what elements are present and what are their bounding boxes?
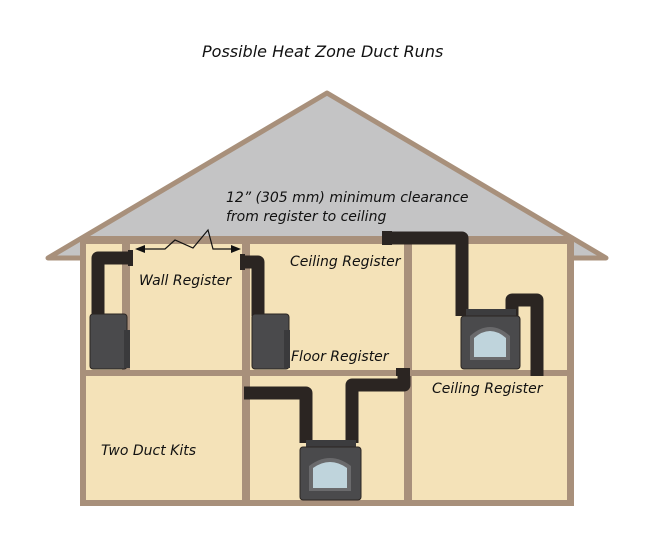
ceiling-register-top-label: Ceiling Register	[290, 254, 401, 270]
clearance-dimension	[137, 228, 238, 250]
duct-lower-left	[244, 386, 313, 443]
ceiling-register-upper-cap	[382, 231, 392, 245]
heater-upper-middle	[251, 313, 290, 370]
floor-register-cap	[396, 368, 410, 376]
clearance-arrow-right	[231, 245, 241, 253]
clearance-label-line2: from register to ceiling	[226, 209, 387, 225]
room-lower-left	[86, 376, 242, 500]
room-upper-left	[130, 244, 242, 370]
diagram-title: Possible Heat Zone Duct Runs	[202, 42, 444, 61]
wall-register-right-cap	[240, 254, 245, 270]
ceiling-register-right-label: Ceiling Register	[432, 381, 543, 397]
clearance-label-line1: 12” (305 mm) minimum clearance	[226, 190, 469, 206]
duct-wall-register-right	[244, 255, 265, 316]
clearance-arrow-left	[135, 245, 145, 253]
duct-wall-register-left	[91, 251, 131, 316]
room-lower-right	[412, 376, 567, 500]
wall-register-left-cap	[128, 250, 133, 266]
duct-ceiling-register-lower	[505, 293, 544, 376]
heater-upper-left	[89, 313, 130, 370]
stove-upper-right	[460, 309, 521, 370]
duct-ceiling-register-upper	[384, 231, 469, 316]
two-duct-kits-label: Two Duct Kits	[101, 443, 197, 459]
floor-register-label: Floor Register	[291, 349, 389, 365]
roof	[45, 90, 609, 261]
stove-lower-middle	[299, 440, 362, 501]
duct-floor-register	[345, 376, 411, 443]
wall-register-label: Wall Register	[139, 273, 232, 289]
